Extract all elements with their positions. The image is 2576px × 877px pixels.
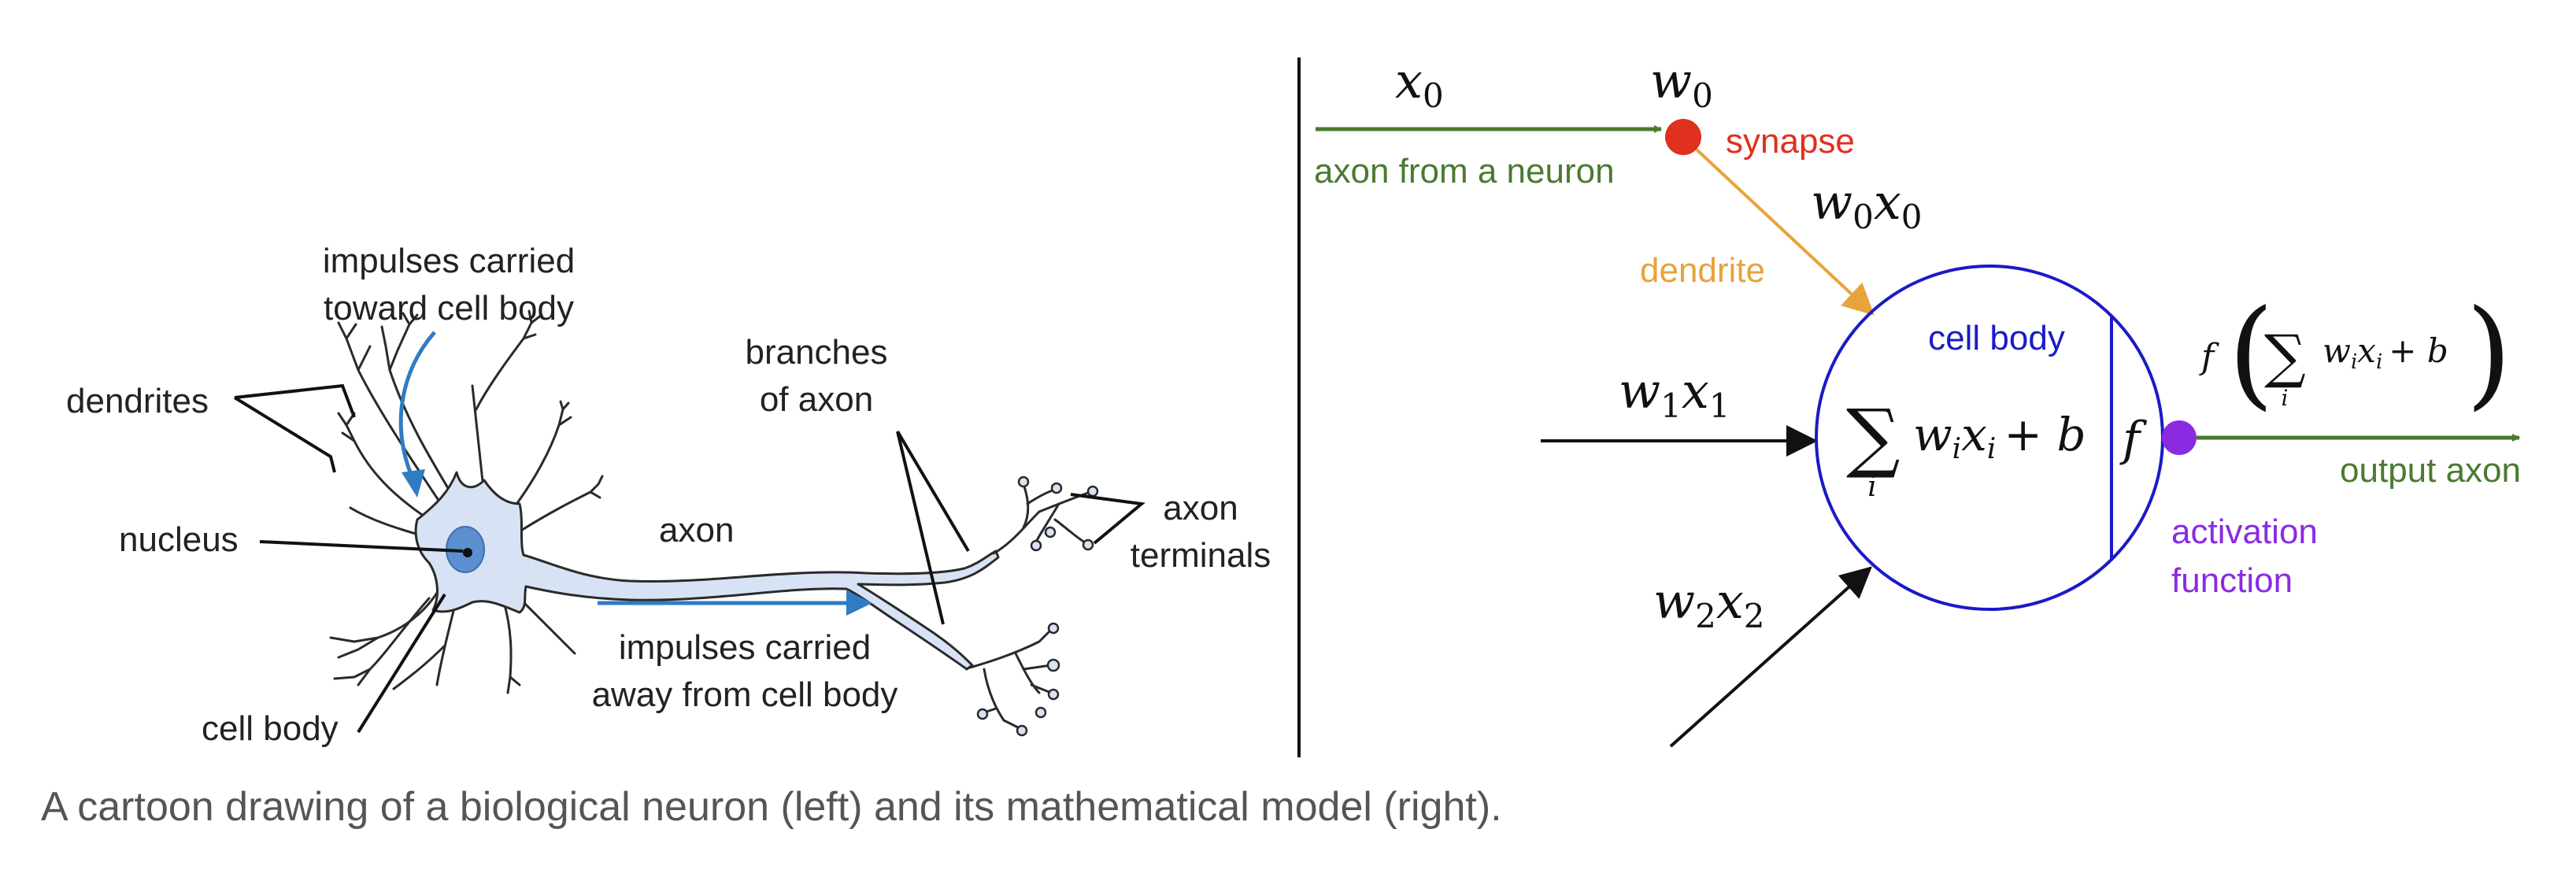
w2x2-label: w2x2	[1653, 572, 1765, 635]
w2x2-arrow	[1669, 566, 1872, 748]
label-terminals-1: axon	[1163, 489, 1238, 527]
label-branches-2: of axon	[760, 380, 873, 419]
nucleus-pointer	[259, 540, 464, 553]
label-output-axon: output axon	[2340, 451, 2521, 490]
activation-dot	[2162, 420, 2197, 455]
biological-neuron: impulses carried toward cell body dendri…	[66, 242, 1271, 748]
label-impulses-toward-2: toward cell body	[324, 289, 574, 327]
w1x1-label: w1x1	[1619, 362, 1730, 425]
w0-label: w0	[1650, 52, 1713, 115]
impulse-toward-arrow	[398, 331, 436, 481]
label-impulses-away-1: impulses carried	[619, 628, 871, 667]
x0-label: x0	[1395, 52, 1444, 115]
label-dendrite: dendrite	[1640, 251, 1765, 290]
activation-f: f	[2119, 412, 2148, 467]
branches-pointer	[896, 430, 970, 625]
synapse-dot	[1665, 119, 1701, 155]
axon-terminals-upper	[992, 476, 1099, 555]
axon-terminals-lower	[968, 622, 1060, 737]
sigma-index: i	[1867, 471, 1877, 503]
sum-formula: ∑ i wixi+ b f	[1846, 393, 2148, 503]
label-cell-body-model: cell body	[1928, 319, 2065, 357]
label-terminals-2: terminals	[1131, 536, 1271, 575]
label-branches-1: branches	[745, 333, 887, 372]
nucleolus	[463, 548, 472, 557]
label-axon-from-neuron: axon from a neuron	[1314, 152, 1615, 191]
label-impulses-away-2: away from cell body	[592, 675, 898, 714]
label-impulses-toward-1: impulses carried	[323, 242, 575, 280]
dendrite-arrow	[1695, 148, 1875, 316]
dendrites-drawing	[329, 309, 604, 694]
cell-body-pointer	[357, 593, 446, 734]
impulse-away-arrowhead	[846, 590, 872, 616]
output-formula: f ( ∑ i wixi+ b )	[2199, 285, 2512, 422]
output-close-paren: )	[2466, 285, 2512, 422]
impulse-toward-arrowhead	[402, 469, 425, 498]
label-cell-body: cell body	[202, 709, 339, 748]
soma	[414, 471, 1000, 671]
figure-caption: A cartoon drawing of a biological neuron…	[41, 784, 1502, 830]
output-sigma-index: i	[2282, 385, 2289, 411]
terminals-pointer	[1070, 493, 1146, 545]
output-term: wixi+ b	[2322, 331, 2448, 374]
label-activation-1: activation	[2171, 513, 2318, 551]
output-f: f	[2199, 337, 2219, 377]
output-sigma: ∑	[2264, 323, 2306, 390]
output-open-paren: (	[2228, 285, 2274, 422]
label-nucleus: nucleus	[119, 520, 239, 559]
mathematical-model: x0 w0 axon from a neuron synapse dendrit…	[1314, 52, 2521, 748]
dendrites-pointer	[233, 383, 356, 473]
label-synapse: synapse	[1726, 122, 1855, 161]
label-axon: axon	[659, 511, 734, 550]
label-activation-2: function	[2171, 561, 2293, 600]
label-dendrites: dendrites	[66, 382, 209, 420]
sigma-symbol: ∑	[1846, 393, 1901, 481]
sum-term: wixi+ b	[1913, 408, 2086, 465]
w0x0-label: w0x0	[1811, 173, 1923, 236]
